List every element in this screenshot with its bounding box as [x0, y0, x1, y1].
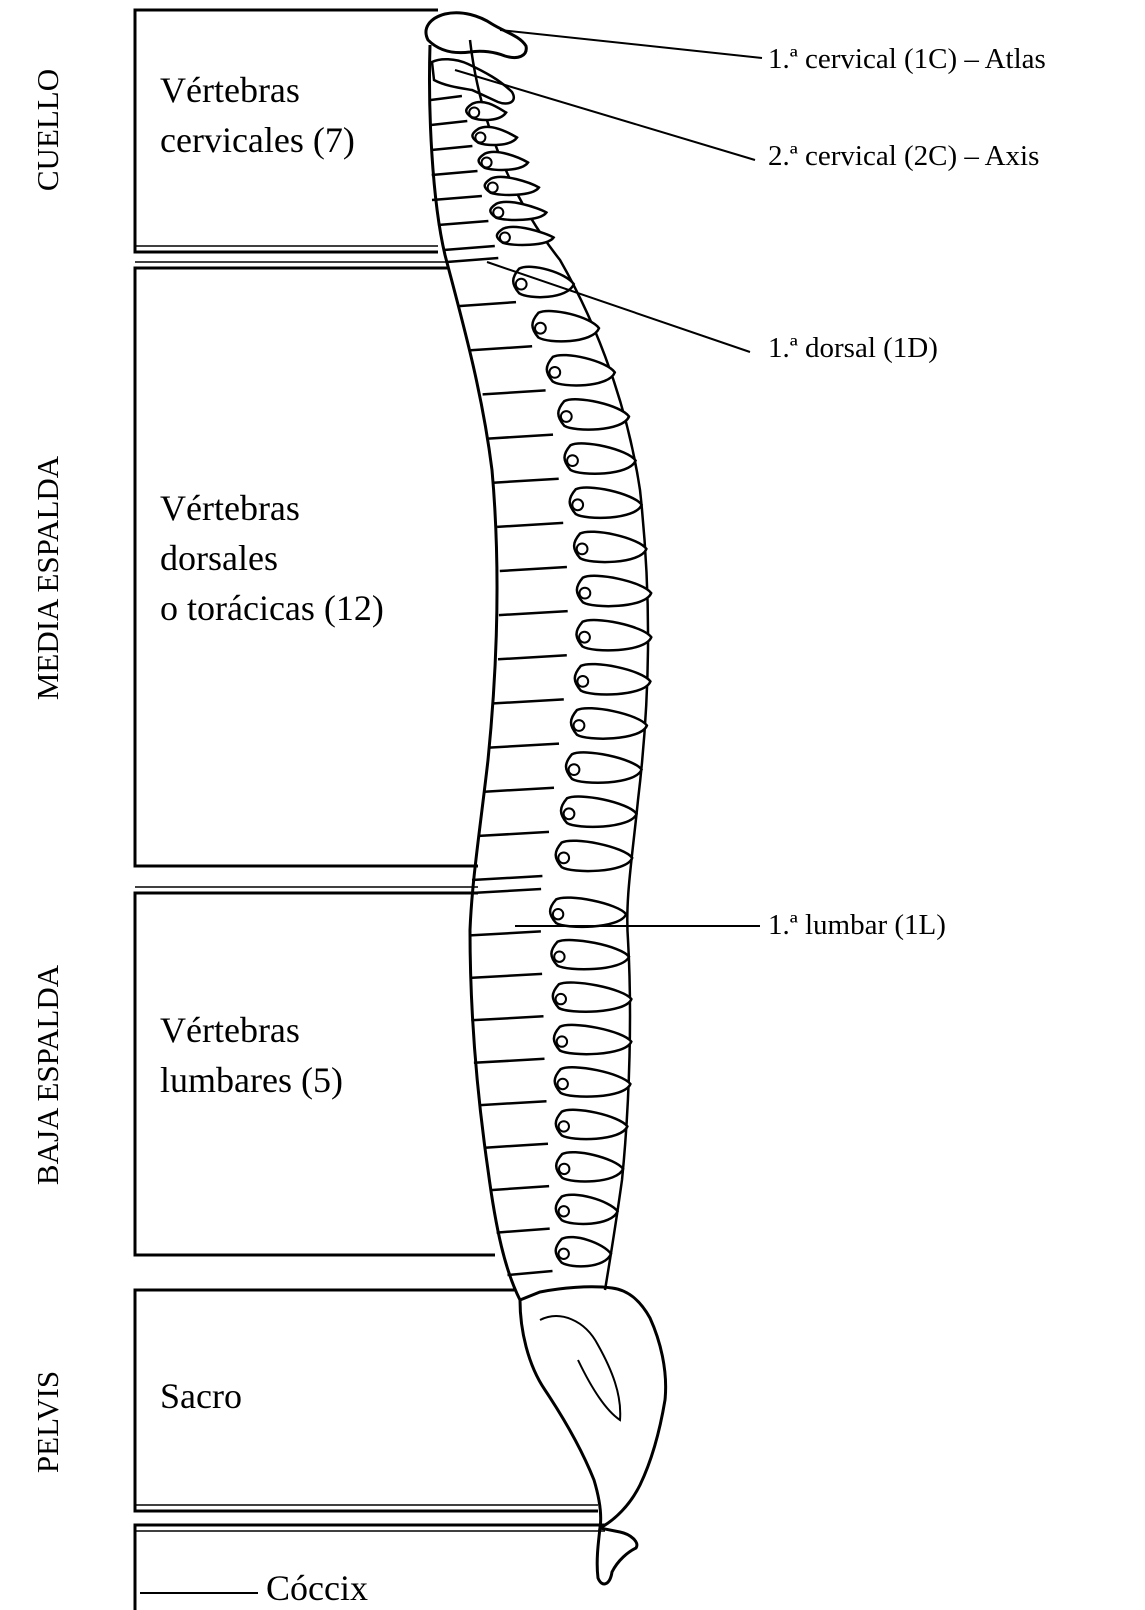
coccyx-bracket: [135, 1525, 605, 1610]
lumbar-label: Vértebras lumbares (5): [160, 1010, 343, 1100]
sacrum-label: Sacro: [160, 1376, 242, 1416]
coccyx-label: Cóccix: [266, 1568, 368, 1608]
first-dorsal-callout: 1.ª dorsal (1D): [768, 332, 938, 364]
vertebra-disc-line: [479, 832, 549, 836]
vertebra-disc-line: [499, 611, 568, 615]
vertebra-disc-line: [493, 479, 559, 483]
spinous-process: [577, 576, 651, 606]
spinous-process: [556, 1195, 618, 1224]
spinous-process: [574, 532, 646, 562]
first-lumbar-callout: 1.ª lumbar (1L): [768, 909, 946, 941]
vertebra-disc-line: [474, 1059, 545, 1063]
region-label-mid-back: MEDIA ESPALDA: [30, 455, 65, 700]
region-label-neck: CUELLO: [30, 69, 65, 191]
atlas-vertebra: [426, 13, 526, 58]
spinous-process: [550, 898, 626, 927]
vertebra-disc-line: [488, 435, 553, 439]
region-label-low-back: BAJA ESPALDA: [30, 964, 65, 1185]
sacrum-detail: [540, 1316, 620, 1420]
vertebra-disc-line: [484, 788, 554, 792]
thoracic-label: Vértebras dorsales o torácicas (12): [160, 488, 384, 628]
spinous-process: [571, 708, 647, 738]
spinous-process: [556, 1152, 623, 1181]
spinous-process: [556, 1110, 628, 1139]
axis-callout: 2.ª cervical (2C) – Axis: [768, 140, 1039, 172]
atlas-leader-line: [500, 30, 762, 58]
vertebra-disc-line: [491, 1186, 549, 1190]
vertebra-disc-line: [470, 931, 541, 935]
vertebra-disc-line: [472, 876, 542, 880]
spinous-process: [570, 488, 642, 518]
vertebra-disc-line: [470, 974, 542, 978]
spinous-process: [554, 1025, 631, 1054]
spinous-process: [558, 399, 629, 429]
spinous-process: [566, 752, 642, 782]
spinous-process: [556, 841, 633, 871]
vertebra-disc-line: [500, 567, 567, 571]
cervical-label: Vértebras cervicales (7): [160, 70, 355, 160]
axis-vertebra: [432, 59, 514, 103]
vertebra-disc-line: [432, 171, 478, 175]
spinous-process: [547, 355, 615, 385]
vertebra-disc-line: [431, 121, 467, 125]
vertebra-disc-line: [458, 302, 516, 306]
vertebra-disc-line: [431, 96, 462, 100]
vertebra-disc-line: [485, 1144, 548, 1148]
spinous-process: [561, 797, 637, 827]
vertebra-disc-line: [489, 744, 559, 748]
spinous-process: [551, 940, 629, 969]
sacrum-bone: [520, 1287, 666, 1528]
region-label-pelvis: PELVIS: [30, 1371, 65, 1473]
vertebra-disc-line: [508, 1271, 553, 1275]
spinous-process: [577, 620, 652, 650]
vertebra-disc-line: [483, 390, 546, 394]
vertebra-disc-line: [471, 346, 532, 350]
vertebra-disc-line: [498, 655, 567, 659]
vertebra-disc-line: [431, 146, 472, 150]
vertebra-disc-line: [494, 699, 564, 703]
spine-illustration: [426, 13, 666, 1584]
vertebra-disc-line: [438, 221, 489, 225]
vertebra-disc-line: [472, 889, 542, 893]
spine-posterior-outline: [470, 40, 648, 1290]
vertebra-disc-line: [497, 523, 563, 527]
vertebra-disc-line: [479, 1101, 547, 1105]
vertebra-disc-line: [432, 196, 482, 200]
vertebra-disc-line: [447, 258, 499, 262]
coccyx-bone: [597, 1528, 637, 1584]
spinous-process: [556, 1237, 611, 1266]
vertebra-disc-line: [471, 1016, 543, 1020]
spinous-process: [575, 664, 651, 694]
spinous-process: [555, 1067, 631, 1096]
vertebra-disc-line: [444, 246, 495, 250]
atlas-callout: 1.ª cervical (1C) – Atlas: [768, 43, 1046, 75]
vertebra-disc-line: [497, 1229, 550, 1233]
spinous-process: [565, 443, 636, 473]
first-dorsal-leader-line: [487, 262, 750, 352]
